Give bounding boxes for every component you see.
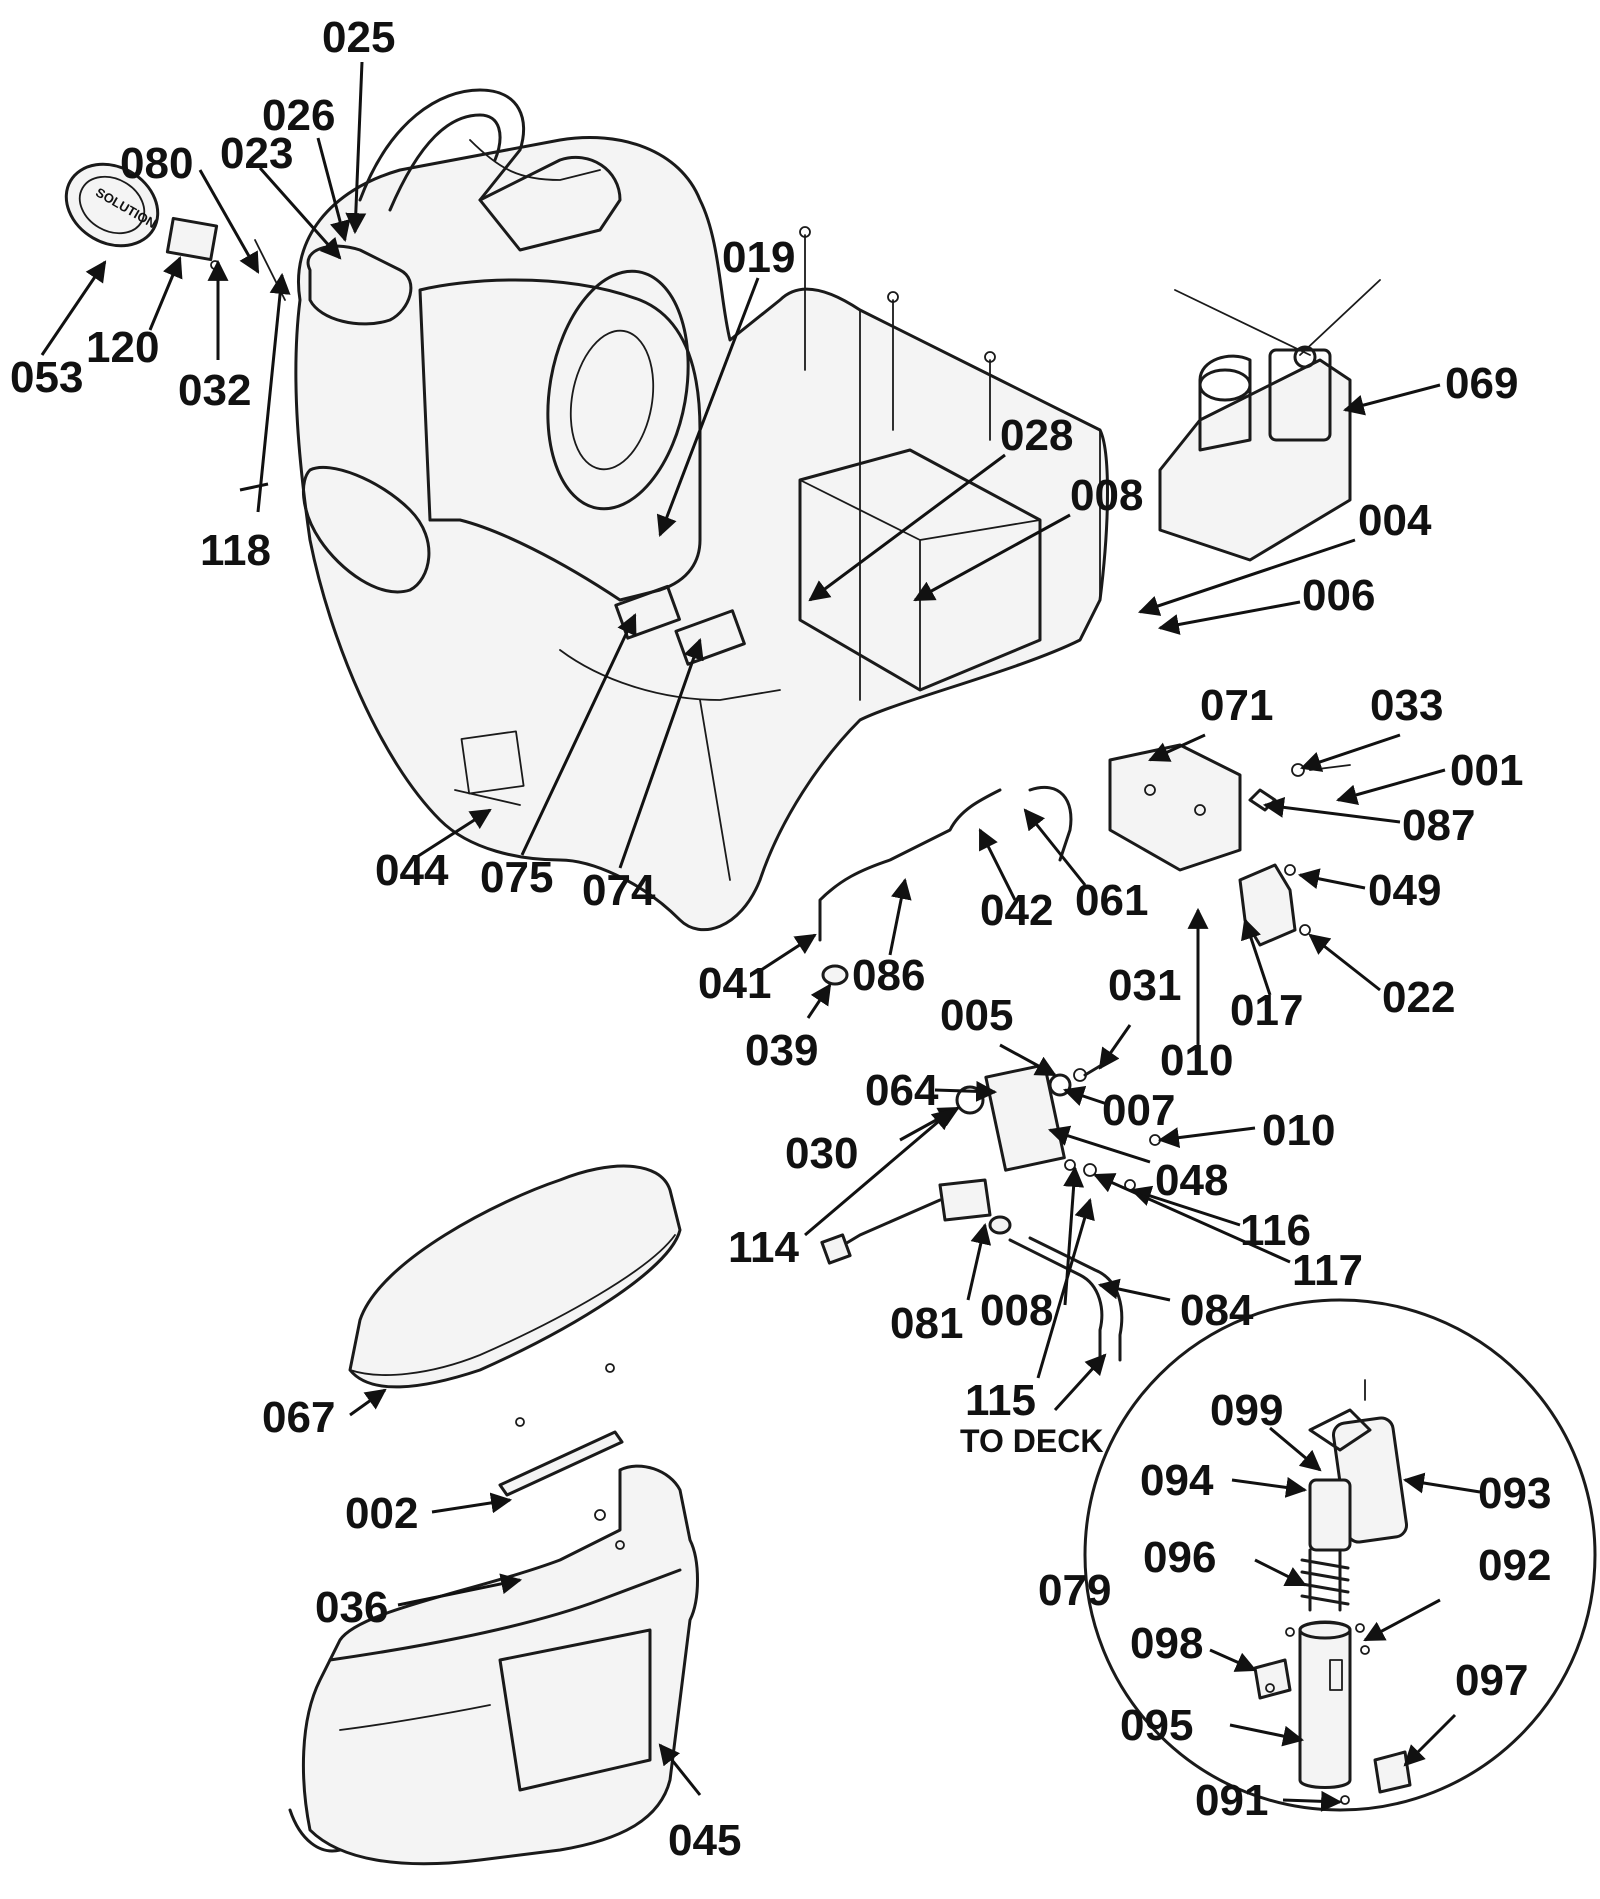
part-label-026: 026 xyxy=(262,91,335,140)
part-label-115: 115 xyxy=(965,1376,1036,1425)
part-label-036: 036 xyxy=(315,1583,388,1632)
part-label-053: 053 xyxy=(10,353,83,402)
part-label-081: 081 xyxy=(890,1299,963,1348)
part-label-010-upper: 010 xyxy=(1160,1036,1233,1085)
part-label-017: 017 xyxy=(1230,986,1303,1035)
part-label-079: 079 xyxy=(1038,1566,1111,1615)
part-label-005: 005 xyxy=(940,991,1013,1040)
to-deck-note: TO DECK xyxy=(960,1423,1103,1459)
part-label-004: 004 xyxy=(1358,496,1432,545)
part-label-087: 087 xyxy=(1402,801,1475,850)
part-label-074: 074 xyxy=(582,866,656,915)
valve-hose-assembly xyxy=(818,785,1161,1362)
main-body-housing xyxy=(294,88,1109,932)
part-label-075: 075 xyxy=(480,853,553,902)
part-label-042: 042 xyxy=(980,886,1053,935)
part-label-086: 086 xyxy=(852,951,925,1000)
part-label-048: 048 xyxy=(1155,1156,1228,1205)
part-label-091: 091 xyxy=(1195,1776,1268,1825)
part-label-001: 001 xyxy=(1450,746,1523,795)
part-label-045: 045 xyxy=(668,1816,741,1865)
part-label-096: 096 xyxy=(1143,1533,1216,1582)
right-bracket-assembly xyxy=(1108,743,1351,947)
part-labels: 025 026 080 023 053 120 032 118 019 028 … xyxy=(10,13,1551,1865)
detail-circle-actuator xyxy=(1083,1298,1597,1812)
part-label-097: 097 xyxy=(1455,1656,1528,1705)
seat-hinge-plate xyxy=(498,1430,624,1521)
leader-lines xyxy=(40,61,1481,1812)
part-label-002: 002 xyxy=(345,1489,418,1538)
reservoir-tank-assembly xyxy=(1158,279,1381,562)
part-label-092: 092 xyxy=(1478,1541,1551,1590)
part-label-030: 030 xyxy=(785,1129,858,1178)
part-label-019: 019 xyxy=(722,233,795,282)
part-label-069: 069 xyxy=(1445,359,1518,408)
part-label-099: 099 xyxy=(1210,1386,1283,1435)
part-label-025: 025 xyxy=(322,13,395,62)
part-label-071: 071 xyxy=(1200,681,1273,730)
part-label-008-top: 008 xyxy=(1070,471,1143,520)
part-label-064: 064 xyxy=(865,1066,939,1115)
part-label-007: 007 xyxy=(1102,1086,1175,1135)
part-label-008-lower: 008 xyxy=(980,1286,1053,1335)
part-label-117: 117 xyxy=(1292,1246,1363,1295)
part-label-049: 049 xyxy=(1368,866,1441,915)
seat-cushion xyxy=(348,1164,682,1427)
part-label-098: 098 xyxy=(1130,1619,1203,1668)
part-label-041: 041 xyxy=(698,959,771,1008)
part-label-028: 028 xyxy=(1000,411,1073,460)
part-label-116: 116 xyxy=(1240,1206,1311,1255)
part-label-031: 031 xyxy=(1108,961,1181,1010)
part-label-023: 023 xyxy=(220,129,293,178)
part-label-094: 094 xyxy=(1140,1456,1214,1505)
part-label-032: 032 xyxy=(178,366,251,415)
part-label-067: 067 xyxy=(262,1393,335,1442)
part-label-120: 120 xyxy=(86,323,159,372)
part-label-093: 093 xyxy=(1478,1469,1551,1518)
part-label-039: 039 xyxy=(745,1026,818,1075)
part-label-095: 095 xyxy=(1120,1701,1193,1750)
part-label-044: 044 xyxy=(375,846,449,895)
part-label-010-lower: 010 xyxy=(1262,1106,1335,1155)
part-label-006: 006 xyxy=(1302,571,1375,620)
part-label-080: 080 xyxy=(120,139,193,188)
solution-cap-group: SOLUTION xyxy=(64,162,286,301)
part-label-033: 033 xyxy=(1370,681,1443,730)
part-label-084: 084 xyxy=(1180,1286,1254,1335)
part-label-118: 118 xyxy=(200,526,271,575)
rear-shroud-cover xyxy=(288,1464,699,1866)
part-label-061: 061 xyxy=(1075,876,1148,925)
part-label-022: 022 xyxy=(1382,973,1455,1022)
part-label-114: 114 xyxy=(728,1223,800,1272)
